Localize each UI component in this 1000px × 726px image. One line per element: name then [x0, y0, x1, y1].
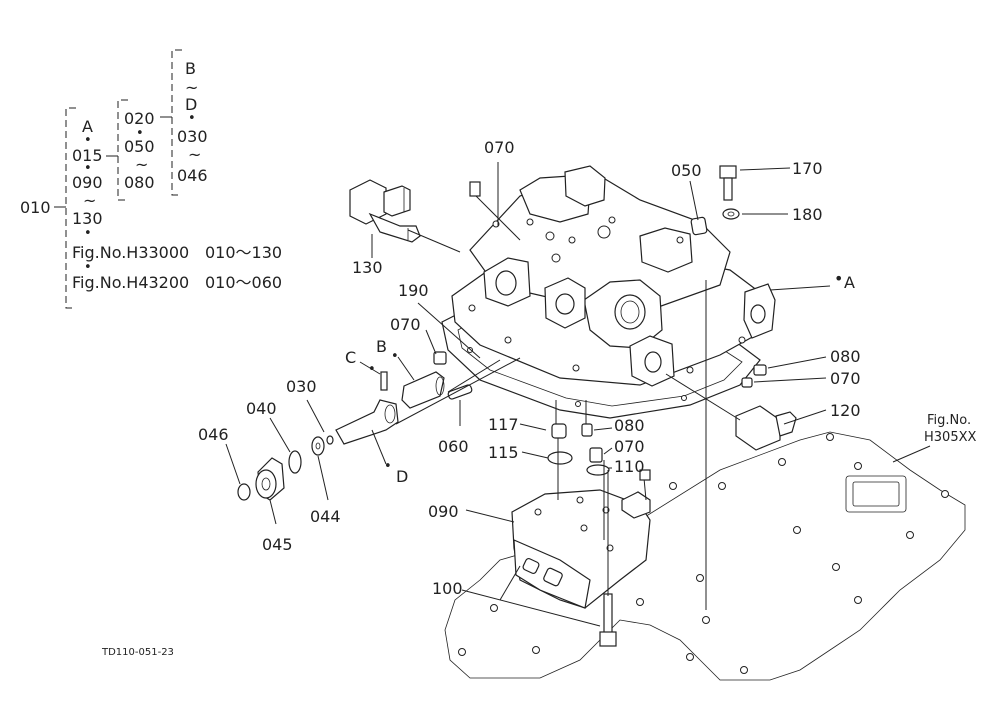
bracket-b-d — [171, 49, 182, 196]
bracket-020 — [117, 99, 128, 201]
label-130-legend: 130 — [72, 209, 103, 228]
part-050-plug — [690, 216, 708, 236]
label-030: 030 — [286, 377, 317, 396]
part-120-fitting — [735, 405, 797, 451]
part-labels: 070 050 170 180 130 • A 190 070 C • B • … — [198, 138, 861, 598]
svg-text:•: • — [84, 260, 92, 275]
svg-text:•: • — [84, 133, 92, 148]
legend-bracket-tree: 010 A • 015 • 090 ~ 130 • Fig.No.H33000 … — [20, 49, 282, 309]
case-plate-outline — [444, 431, 966, 681]
fig-ref-h33000: Fig.No.H33000 — [72, 243, 189, 262]
label-115: 115 — [488, 443, 519, 462]
part-100-bolt — [599, 593, 617, 647]
part-030-ring — [326, 435, 334, 445]
part-d-spool — [335, 399, 399, 445]
label-050: 050 — [671, 161, 702, 180]
fig-ref-h43200-range: 010～060 — [205, 273, 282, 292]
label-070-top: 070 — [484, 138, 515, 157]
part-110-oring — [586, 464, 610, 476]
part-130-fitting — [349, 179, 421, 243]
label-015: 015 — [72, 146, 103, 165]
label-b: B — [376, 337, 387, 356]
label-010: 010 — [20, 198, 51, 217]
part-045-plug — [255, 457, 285, 501]
label-046: 046 — [198, 425, 229, 444]
fig-ref-side-line2: H305XX — [924, 430, 976, 445]
label-a-legend: A — [82, 117, 93, 136]
label-070-left: 070 — [390, 315, 421, 334]
label-130: 130 — [352, 258, 383, 277]
label-b-legend: B — [185, 59, 196, 78]
label-030-legend: 030 — [177, 127, 208, 146]
part-170-bolt — [719, 165, 737, 201]
leader-lines — [225, 162, 831, 627]
label-040: 040 — [246, 399, 277, 418]
part-080-plug-center — [581, 423, 593, 437]
svg-text:~: ~ — [83, 191, 96, 210]
label-080-legend: 080 — [124, 173, 155, 192]
label-044: 044 — [310, 507, 341, 526]
fig-ref-side: Fig.No. H305XX — [892, 413, 976, 463]
part-060-pin — [447, 384, 473, 400]
bracket-010 — [65, 107, 76, 309]
label-070-right: 070 — [830, 369, 861, 388]
label-110: 110 — [614, 457, 645, 476]
part-070-plug-top — [469, 181, 481, 197]
label-117: 117 — [488, 415, 519, 434]
label-a: A — [844, 273, 855, 292]
label-046-legend: 046 — [177, 166, 208, 185]
label-120: 120 — [830, 401, 861, 420]
label-080-center: 080 — [614, 416, 645, 435]
plate-bolt-holes — [458, 433, 949, 674]
label-d-legend: D — [185, 95, 197, 114]
svg-text:•: • — [84, 226, 92, 241]
part-115-oring — [547, 451, 573, 465]
svg-text:•: • — [384, 459, 392, 474]
label-090: 090 — [428, 502, 459, 521]
part-070-plug-left — [433, 351, 447, 365]
label-c: C — [345, 348, 356, 367]
part-c-pin — [380, 371, 388, 391]
svg-text:•: • — [368, 362, 376, 377]
figure-code: TD110-051-23 — [101, 647, 174, 658]
label-190: 190 — [398, 281, 429, 300]
label-045: 045 — [262, 535, 293, 554]
label-050-legend: 050 — [124, 137, 155, 156]
part-070-plug-lower — [589, 447, 603, 463]
label-090-legend: 090 — [72, 173, 103, 192]
part-080-plug-right — [753, 364, 767, 376]
fig-ref-h33000-range: 010～130 — [205, 243, 282, 262]
label-180: 180 — [792, 205, 823, 224]
part-070-plug-right — [741, 377, 753, 388]
part-046-ring — [237, 483, 251, 501]
label-100: 100 — [432, 579, 463, 598]
label-170: 170 — [792, 159, 823, 178]
fig-ref-h43200: Fig.No.H43200 — [72, 273, 189, 292]
svg-text:~: ~ — [185, 78, 198, 97]
label-060: 060 — [438, 437, 469, 456]
svg-text:~: ~ — [188, 145, 201, 164]
svg-text:•: • — [834, 269, 843, 288]
part-044-washer — [311, 436, 325, 456]
label-020: 020 — [124, 109, 155, 128]
part-117-strainer — [551, 423, 567, 439]
label-d: D — [396, 467, 408, 486]
part-180-washer — [722, 208, 740, 220]
label-080-right: 080 — [830, 347, 861, 366]
part-040-oring — [288, 450, 302, 474]
control-valve-body — [441, 165, 776, 419]
svg-text:•: • — [391, 349, 399, 364]
svg-text:~: ~ — [135, 155, 148, 174]
label-070-lower: 070 — [614, 437, 645, 456]
control-valve-090 — [511, 469, 651, 609]
svg-text:•: • — [136, 126, 144, 141]
part-b-spool — [401, 371, 445, 409]
fig-ref-side-line1: Fig.No. — [927, 413, 971, 428]
svg-text:•: • — [84, 161, 92, 176]
svg-text:•: • — [188, 111, 196, 126]
